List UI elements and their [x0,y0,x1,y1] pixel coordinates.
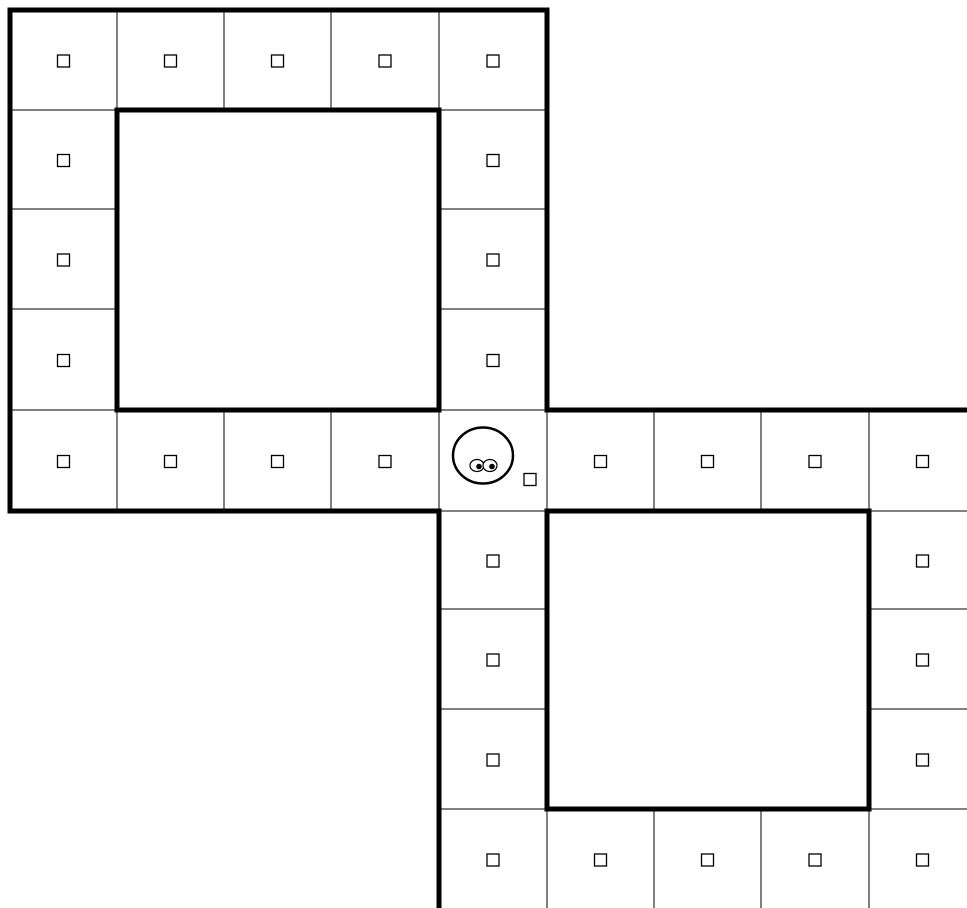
square-pellet-icon [917,754,929,766]
square-pellet-icon [809,854,821,866]
googly-eyes-ball-icon [453,428,513,484]
square-pellet-icon [58,456,70,468]
player-pupil-right [489,464,495,470]
square-pellet-icon [487,854,499,866]
player-body [453,428,513,484]
square-pellet-icon [487,654,499,666]
square-pellet-icon [917,854,929,866]
square-pellet-icon [58,55,70,67]
square-pellet-icon [379,55,391,67]
player-character [453,428,513,484]
square-pellet-icon [487,355,499,367]
square-pellet-icon [524,474,536,486]
square-pellet-icon [702,854,714,866]
square-pellet-icon [487,555,499,567]
player-pupil-left [476,464,482,470]
maze-inner-wall [547,511,869,809]
square-pellet-icon [595,456,607,468]
square-pellet-icon [58,155,70,167]
square-pellet-icon [917,654,929,666]
square-pellet-icon [595,854,607,866]
square-pellet-icon [702,456,714,468]
square-pellet-icon [487,155,499,167]
square-pellet-icon [58,254,70,266]
maze-outer-wall [10,10,967,410]
square-pellet-icon [272,55,284,67]
square-pellet-icon [165,456,177,468]
square-pellet-icon [165,55,177,67]
square-pellet-icon [487,254,499,266]
square-pellet-icon [809,456,821,468]
maze-inner-wall [117,110,439,410]
square-pellet-icon [379,456,391,468]
square-pellet-icon [917,456,929,468]
square-pellet-icon [487,754,499,766]
square-pellet-icon [58,355,70,367]
square-pellet-icon [917,555,929,567]
square-pellet-icon [487,55,499,67]
square-pellet-icon [272,456,284,468]
